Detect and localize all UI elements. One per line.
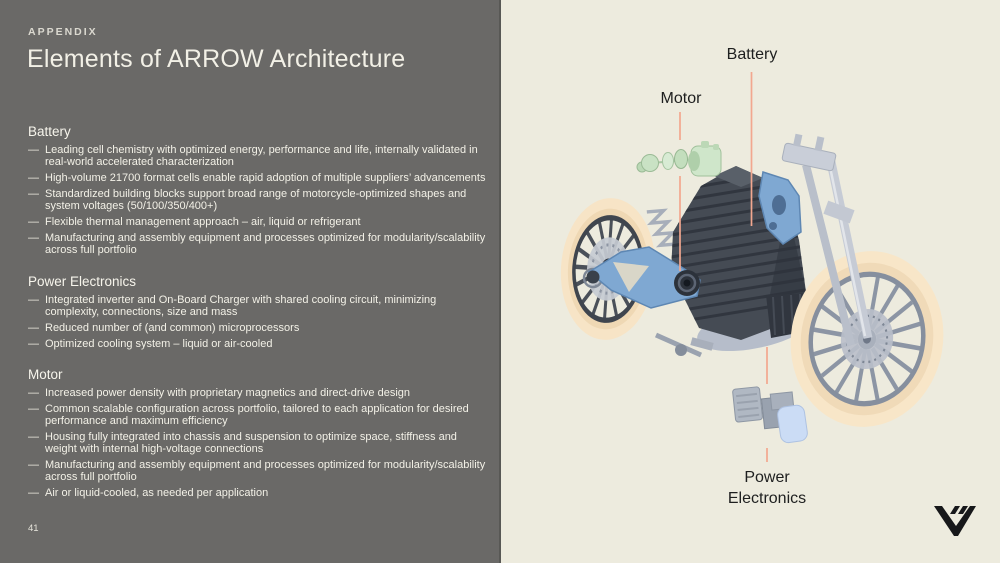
bullet-text: Optimized cooling system – liquid or air…: [45, 338, 273, 350]
bullet-text: Manufacturing and assembly equipment and…: [45, 232, 486, 256]
bullet-dash: —: [28, 338, 39, 350]
power-electronics-module: [732, 386, 808, 444]
motor-assembly: [636, 141, 722, 177]
page-title: Elements of ARROW Architecture: [27, 45, 406, 73]
section-power-electronics: Power Electronics — Integrated inverter a…: [28, 274, 490, 350]
bullet-dash: —: [28, 232, 39, 244]
motor-label: Motor: [660, 90, 702, 107]
front-wheel: [790, 251, 944, 427]
bullet-dash: —: [28, 188, 39, 200]
livewire-logo-icon: [934, 506, 976, 536]
list-item: — Manufacturing and assembly equipment an…: [28, 232, 490, 256]
section-heading: Battery: [28, 124, 71, 139]
list-item: — Leading cell chemistry with optimized e…: [28, 144, 490, 168]
section-heading: Power Electronics: [28, 274, 137, 289]
swingarm: [586, 246, 701, 309]
bullet-list: — Increased power density with proprietar…: [28, 387, 490, 499]
list-item: — Air or liquid-cooled, as needed per app…: [28, 487, 490, 499]
kicker: APPENDIX: [28, 26, 98, 38]
front-frame-brace: [758, 171, 802, 245]
section-motor: Motor — Increased power density with prop…: [28, 367, 490, 499]
bullet-text: Common scalable configuration across por…: [45, 403, 469, 427]
bullet-text: High-volume 21700 format cells enable ra…: [45, 172, 486, 184]
bullet-text: Increased power density with proprietary…: [45, 387, 411, 399]
list-item: — Reduced number of (and common) micropro…: [28, 322, 490, 334]
battery-label: Battery: [726, 46, 778, 63]
section-heading: Motor: [28, 367, 63, 382]
list-item: — High-volume 21700 format cells enable r…: [28, 172, 490, 184]
triple-clamp: [781, 133, 837, 172]
list-item: — Common scalable configuration across po…: [28, 403, 490, 427]
bullet-dash: —: [28, 216, 39, 228]
bullet-text: Housing fully integrated into chassis an…: [45, 431, 457, 455]
list-item: — Manufacturing and assembly equipment an…: [28, 459, 490, 483]
bullet-dash: —: [28, 322, 39, 334]
motorcycle-illustration: [560, 72, 944, 462]
bullet-text: Integrated inverter and On-Board Charger…: [45, 294, 437, 318]
front-fork: [781, 133, 873, 346]
power-electronics-label-line1: Power: [744, 469, 790, 486]
list-item: — Increased power density with proprietar…: [28, 387, 490, 399]
bullet-dash: —: [28, 387, 39, 399]
bullet-dash: —: [28, 294, 39, 306]
left-text-panel: APPENDIX Elements of ARROW Architecture …: [0, 0, 501, 563]
bullet-text: Manufacturing and assembly equipment and…: [45, 459, 486, 483]
bullet-text: Flexible thermal management approach – a…: [45, 216, 361, 228]
list-item: — Optimized cooling system – liquid or ai…: [28, 338, 490, 350]
page-number: 41: [28, 523, 39, 534]
foot-controls: [654, 332, 714, 358]
bullet-text: Air or liquid-cooled, as needed per appl…: [45, 487, 269, 499]
bullet-text: Leading cell chemistry with optimized en…: [45, 144, 478, 168]
bullet-text: Reduced number of (and common) microproc…: [45, 322, 300, 334]
section-battery: Battery — Leading cell chemistry with opt…: [28, 124, 490, 256]
bullet-dash: —: [28, 403, 39, 415]
rear-shock-spring: [646, 208, 678, 248]
bullet-list: — Leading cell chemistry with optimized e…: [28, 144, 490, 256]
bullet-dash: —: [28, 144, 39, 156]
bullet-dash: —: [28, 172, 39, 184]
list-item: — Integrated inverter and On-Board Charge…: [28, 294, 490, 318]
bullet-dash: —: [28, 459, 39, 471]
list-item: — Flexible thermal management approach – …: [28, 216, 490, 228]
bullet-dash: —: [28, 487, 39, 499]
bullet-list: — Integrated inverter and On-Board Charge…: [28, 294, 490, 350]
list-item: — Standardized building blocks support br…: [28, 188, 490, 212]
diagram-panel: Battery Motor Power Electronics: [501, 0, 1000, 563]
bullet-text: Standardized building blocks support bro…: [45, 188, 467, 212]
list-item: — Housing fully integrated into chassis a…: [28, 431, 490, 455]
power-electronics-label: Power Electronics: [728, 467, 806, 509]
power-electronics-label-line2: Electronics: [727, 490, 807, 507]
bullet-dash: —: [28, 431, 39, 443]
